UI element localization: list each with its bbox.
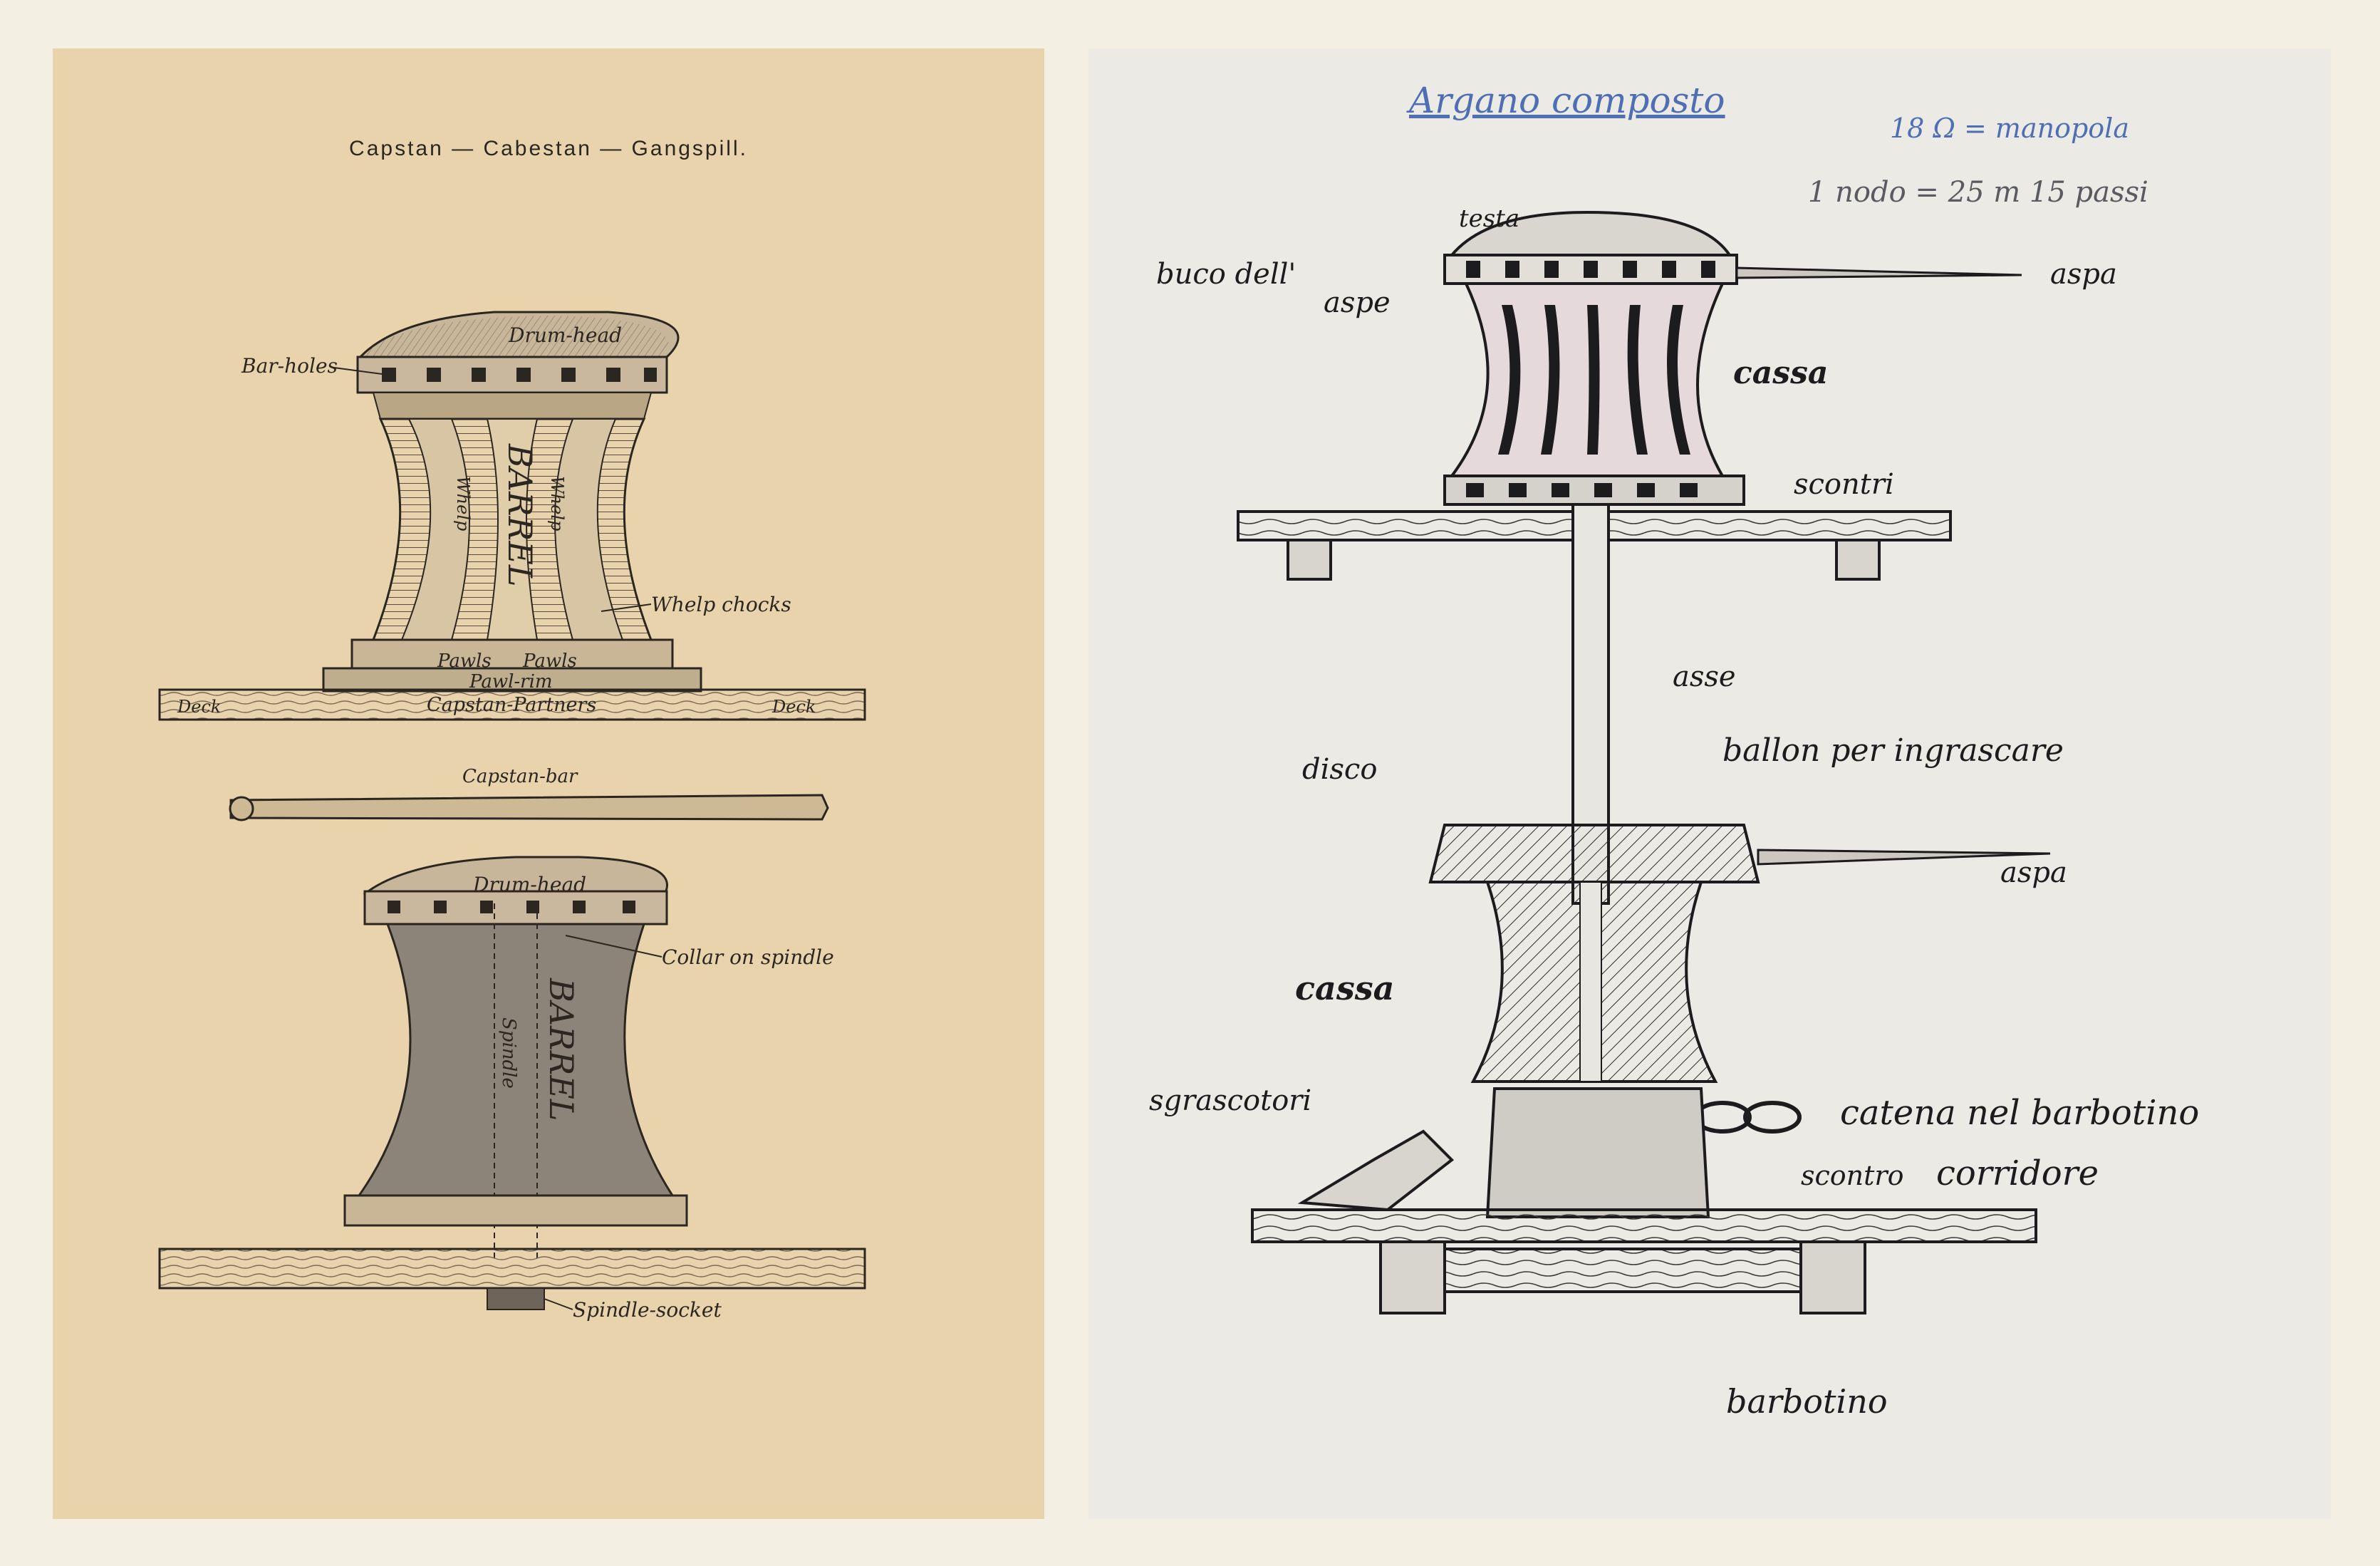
upper-head-holes xyxy=(1466,261,1715,278)
label-buco: buco dell' xyxy=(1156,258,1296,291)
label-cassa-top: cassa xyxy=(1733,355,1828,391)
upper-aspa-bar xyxy=(1735,266,2022,279)
label-barrel-upper: BARREL xyxy=(501,443,539,586)
lower-argano xyxy=(1251,824,2051,1314)
capstan-engraving: Capstan — Cabestan — Gangspill. Drum-hea… xyxy=(158,137,866,1322)
label-spindle-socket: Spindle-socket xyxy=(573,1298,722,1322)
lower-beam-left xyxy=(1379,1240,1446,1314)
label-deck-left: Deck xyxy=(177,697,221,717)
label-aspe: aspe xyxy=(1324,286,1391,319)
sgrascotori-arm xyxy=(1297,1129,1455,1212)
lower-aspa-bar xyxy=(1757,849,2051,866)
lower-crossbeam xyxy=(1443,1248,1802,1293)
label-spindle: Spindle xyxy=(498,1017,519,1089)
upper-beam-left xyxy=(1287,539,1332,581)
plate-title: Capstan — Cabestan — Gangspill. xyxy=(349,137,748,160)
barbotino-body xyxy=(1485,1087,1710,1218)
argano-sketch: Argano composto 18 Ω = manopola 1 nodo =… xyxy=(1149,80,2199,1421)
label-whelp-left: Whelp xyxy=(453,476,473,531)
lower-capstan: Drum-head Collar on spindle BARREL Spind… xyxy=(158,856,866,1322)
sketch-title: Argano composto xyxy=(1406,80,1725,121)
label-scontri: scontri xyxy=(1794,468,1894,501)
spindle-socket-leader xyxy=(544,1298,573,1310)
lower-deck xyxy=(158,1248,866,1290)
lower-shaft xyxy=(1579,881,1602,1082)
upper-head-dome xyxy=(1448,210,1732,256)
bar-holes-leader xyxy=(333,367,388,375)
capstan-bar: Capstan-bar xyxy=(229,766,829,821)
bar-holes xyxy=(382,368,657,382)
label-sgrascotori: sgrascotori xyxy=(1149,1084,1311,1117)
label-capstan-bar: Capstan-bar xyxy=(462,766,578,787)
upper-capstan: Drum-head Bar-holes BARREL Whelp Whelp W… xyxy=(158,311,866,721)
lower-beam-right xyxy=(1799,1240,1866,1314)
upper-deck xyxy=(158,688,866,721)
label-catena: catena nel barbotino xyxy=(1840,1093,2199,1133)
label-whelp-right: Whelp xyxy=(547,476,567,531)
label-ballon: ballon per ingrascare xyxy=(1722,732,2064,769)
note-manopola: 18 Ω = manopola xyxy=(1890,113,2129,144)
disco-shape xyxy=(1428,824,1760,883)
label-pawls-left: Pawls xyxy=(437,650,492,672)
label-barbotino: barbotino xyxy=(1726,1382,1888,1421)
collar-leader xyxy=(565,935,662,958)
label-pawls-right: Pawls xyxy=(522,650,577,672)
label-testa: testa xyxy=(1459,204,1519,233)
capstan-partners-shape xyxy=(322,667,702,693)
capstan-bar-shape xyxy=(229,794,829,821)
label-whelp-chocks: Whelp chocks xyxy=(651,593,791,616)
label-drum-head-lower: Drum-head xyxy=(472,873,586,896)
lower-pawl-rim xyxy=(343,1194,688,1227)
label-drum-head-upper: Drum-head xyxy=(508,323,622,347)
argano-sketch-plate: Argano composto 18 Ω = manopola 1 nodo =… xyxy=(1088,48,2331,1519)
label-bar-holes: Bar-holes xyxy=(241,354,338,378)
scontri-teeth xyxy=(1466,483,1698,497)
label-cassa-bottom: cassa xyxy=(1295,969,1394,1007)
whelp-chocks-leader xyxy=(601,603,652,612)
capstan-engraving-plate: Capstan — Cabestan — Gangspill. Drum-hea… xyxy=(53,48,1044,1519)
drum-head-hatching xyxy=(359,316,670,358)
label-collar-on-spindle: Collar on spindle xyxy=(662,945,834,969)
label-scontro: scontro xyxy=(1801,1160,1903,1191)
spindle-socket-shape xyxy=(487,1287,545,1310)
upper-beam-right xyxy=(1835,539,1881,581)
capstan-bar-knob xyxy=(229,796,254,821)
label-barrel-lower: BARREL xyxy=(542,978,581,1121)
label-pawl-rim: Pawl-rim xyxy=(469,671,553,693)
label-deck-right: Deck xyxy=(771,697,816,717)
label-disco: disco xyxy=(1302,753,1377,786)
pawl-rim-shape xyxy=(350,638,674,670)
lower-deck-plank xyxy=(1251,1208,2037,1243)
upper-cassa-slots xyxy=(1498,305,1690,455)
note-nodo: 1 nodo = 25 m 15 passi xyxy=(1808,176,2148,209)
lower-bar-holes xyxy=(388,901,635,913)
lower-drum-head-rim xyxy=(363,890,668,925)
label-aspa-mid: aspa xyxy=(2000,856,2067,889)
label-corridore: corridore xyxy=(1936,1153,2099,1193)
label-asse: asse xyxy=(1673,660,1736,693)
lower-drum-head-top xyxy=(363,856,668,894)
label-aspa-top: aspa xyxy=(2050,258,2117,291)
label-capstan-partners: Capstan-Partners xyxy=(427,694,596,716)
barrel-cap xyxy=(372,392,653,420)
